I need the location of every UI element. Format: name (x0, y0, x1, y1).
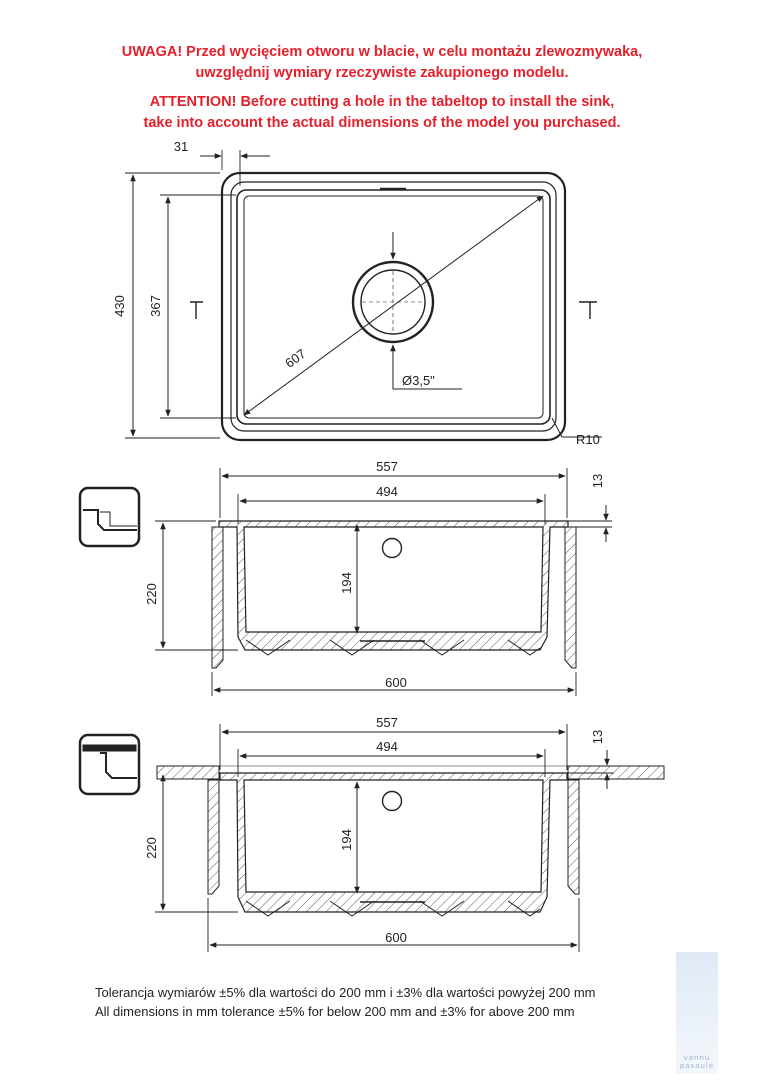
watermark-text: vannu pasaulė (679, 1054, 715, 1070)
s1-dim-557-label: 557 (376, 459, 398, 474)
warning-en-line-2: take into account the actual dimensions … (143, 115, 621, 131)
s1-dim-194-label: 194 (339, 572, 354, 594)
warning-polish: UWAGA! Przed wycięciem otworu w blacie, … (0, 42, 764, 84)
warning-pl-line-1: UWAGA! Przed wycięciem otworu w blacie, … (121, 44, 643, 60)
tolerance-note: Tolerancja wymiarów ±5% dla wartości do … (95, 983, 596, 1021)
warning-english: ATTENTION! Before cutting a hole in the … (0, 92, 764, 134)
section-mark-right (579, 301, 597, 319)
warning-en-line-1: ATTENTION! Before cutting a hole in the … (149, 94, 615, 110)
detail-icon-undermount (78, 486, 141, 548)
detail-icon-flush (78, 733, 141, 796)
sink-body-section (219, 772, 568, 913)
s1-dim-600-label: 600 (385, 675, 407, 690)
tolerance-pl: Tolerancja wymiarów ±5% dla wartości do … (95, 985, 596, 1000)
section-view-1 (155, 468, 612, 696)
dim-drain-label: Ø3,5" (402, 373, 435, 388)
s2-dim-557-label: 557 (376, 715, 398, 730)
sink-outer-rim (220, 171, 567, 442)
top-view (125, 150, 602, 442)
overflow-hole (381, 537, 403, 559)
detail-sink-profile (100, 511, 137, 527)
s1-dim-13-label: 13 (590, 474, 605, 488)
s2-dim-600-label: 600 (385, 930, 407, 945)
sink-feet (245, 639, 541, 656)
detail-sink-profile (100, 752, 137, 779)
sink-rim-inner-edge (230, 181, 557, 432)
cabinet-wall-right (567, 779, 580, 895)
s2-dim-13-label: 13 (590, 730, 605, 744)
diagonal-dimension-line (243, 195, 544, 416)
section-mark-left (190, 301, 203, 319)
dim-height-outer-label: 430 (112, 295, 127, 317)
dim-rim-label: 31 (174, 139, 188, 154)
radius-leader (551, 417, 602, 438)
cabinet-wall-left (207, 779, 220, 895)
overflow-hole (381, 790, 403, 812)
cabinet-wall-left (211, 526, 224, 669)
s2-dim-194-label: 194 (339, 829, 354, 851)
s1-dim-220-label: 220 (144, 583, 159, 605)
sink-feet (245, 900, 541, 917)
countertop-left (156, 765, 220, 780)
dim-height-inner-label: 367 (148, 295, 163, 317)
section-view-2 (155, 724, 665, 952)
warning-pl-line-2: uwzględnij wymiary rzeczywiste zakupione… (195, 65, 569, 81)
detail-frame (78, 733, 141, 796)
cabinet-wall-right (564, 526, 577, 669)
detail-frame (78, 486, 141, 548)
s2-dim-494-label: 494 (376, 739, 398, 754)
detail-countertop (82, 744, 137, 752)
dim-radius-label: R10 (576, 432, 600, 447)
s2-dim-220-label: 220 (144, 837, 159, 859)
countertop-right (567, 765, 665, 780)
detail-rim-profile (83, 509, 137, 531)
dim-diagonal-label: 607 (282, 346, 308, 371)
watermark-logo: vannu pasaulė (676, 952, 718, 1074)
s1-dim-494-label: 494 (376, 484, 398, 499)
tolerance-en: All dimensions in mm tolerance ±5% for b… (95, 1004, 575, 1019)
sink-body-section (218, 520, 569, 651)
